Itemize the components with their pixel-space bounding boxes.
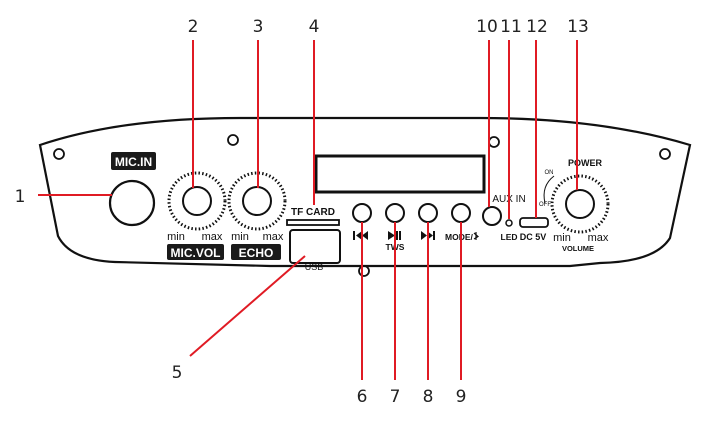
screw-hole-top-right	[488, 136, 500, 148]
on-label: ON	[545, 170, 554, 176]
mic-in-label: MIC.IN	[115, 155, 152, 169]
echo-label-bg	[231, 244, 281, 260]
callout-number-2: 2	[188, 17, 199, 37]
previous-button[interactable]	[352, 203, 372, 223]
usb-port[interactable]	[289, 229, 341, 264]
mic-vol-max-label: max	[202, 231, 223, 243]
mic-in-jack[interactable]	[108, 179, 156, 227]
usb-label: USB	[305, 262, 324, 272]
volume-max-label: max	[588, 232, 609, 244]
screw-hole-top-left	[227, 134, 239, 146]
callout-number-13: 13	[567, 17, 589, 37]
echo-max-label: max	[263, 231, 284, 243]
aux-in-jack[interactable]	[482, 206, 502, 226]
next-button[interactable]	[418, 203, 438, 223]
screw-hole-left	[53, 148, 65, 160]
mic-vol-label: MIC.VOL	[171, 246, 221, 260]
callout-line-5	[189, 255, 306, 357]
echo-min-label: min	[231, 231, 249, 243]
tf-card-slot[interactable]	[286, 219, 340, 226]
callout-number-3: 3	[253, 17, 264, 37]
mic-vol-label-bg	[167, 244, 224, 260]
play-pause-icon	[388, 231, 401, 240]
screw-hole-bottom	[358, 265, 370, 277]
volume-label: VOLUME	[562, 244, 594, 253]
led-label: LED	[501, 232, 518, 242]
callout-number-10: 10	[476, 17, 498, 37]
echo-label: ECHO	[239, 246, 274, 260]
tf-card-label: TF CARD	[291, 207, 335, 218]
mic-in-label-bg	[111, 152, 156, 170]
display-window	[314, 154, 486, 194]
callout-number-8: 8	[423, 387, 434, 407]
callout-number-11: 11	[500, 17, 522, 37]
power-label: POWER	[568, 158, 603, 168]
previous-icon	[353, 231, 368, 240]
dc-5v-port[interactable]	[519, 217, 549, 228]
off-label: OFF	[539, 202, 551, 208]
callout-number-5: 5	[172, 363, 183, 383]
mode-label: MODE/	[445, 232, 474, 242]
volume-min-label: min	[553, 232, 571, 244]
dc-5v-label: DC 5V	[520, 232, 547, 242]
power-arc	[543, 175, 555, 204]
callout-number-6: 6	[357, 387, 368, 407]
volume-knob[interactable]	[550, 174, 610, 234]
callout-number-7: 7	[390, 387, 401, 407]
screw-hole-right	[659, 148, 671, 160]
callout-number-4: 4	[309, 17, 320, 37]
mic-vol-knob[interactable]	[167, 171, 227, 231]
play-pause-button[interactable]	[385, 203, 405, 223]
callout-number-1: 1	[15, 187, 26, 207]
mode-button[interactable]	[451, 203, 471, 223]
bluetooth-icon	[473, 232, 480, 240]
mic-vol-min-label: min	[167, 231, 185, 243]
callout-number-12: 12	[526, 17, 548, 37]
led-indicator	[505, 219, 513, 227]
panel-outline	[38, 116, 692, 268]
callout-number-9: 9	[456, 387, 467, 407]
